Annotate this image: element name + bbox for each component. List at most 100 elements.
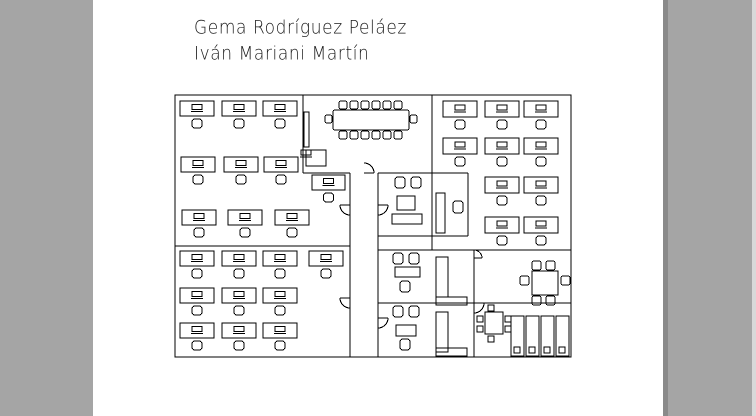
office-chair	[274, 268, 286, 279]
office-chair	[399, 338, 411, 351]
small-chair	[504, 315, 512, 323]
monitor	[191, 254, 203, 260]
small-office	[392, 252, 468, 306]
desk-with-chair	[274, 209, 310, 238]
monitor	[496, 104, 508, 111]
desk-with-chair	[223, 156, 259, 185]
visitor-chair	[392, 252, 404, 265]
door-swing	[377, 317, 389, 329]
monitor	[233, 104, 245, 110]
desk-with-chair	[523, 137, 559, 167]
office-shelf-vert	[435, 256, 449, 298]
monitor	[535, 180, 547, 187]
conference-chair	[360, 100, 370, 110]
storage-cabinet	[540, 315, 555, 357]
door-arc	[473, 302, 485, 314]
author-name-2: Iván Mariani Martín	[194, 43, 370, 65]
desk	[262, 287, 298, 304]
office-shelf	[435, 192, 446, 234]
desk	[221, 250, 257, 267]
office-shelf-vert	[435, 311, 449, 353]
door-arc	[377, 317, 389, 329]
cabinet-handle	[528, 346, 536, 354]
desk-with-chair	[227, 209, 263, 238]
desk	[274, 209, 310, 226]
office-chair	[535, 156, 547, 167]
desk-with-chair	[311, 174, 346, 203]
meeting-chair	[531, 260, 542, 271]
conference-chair	[338, 100, 348, 110]
credenza	[303, 111, 310, 148]
conference-table-group	[303, 100, 418, 148]
office-chair	[191, 268, 203, 279]
side-desk	[305, 149, 327, 167]
desk-with-chair	[221, 322, 257, 351]
desk-with-chair	[262, 250, 298, 279]
author-name-1: Gema Rodríguez Peláez	[194, 17, 407, 39]
outer-wall	[174, 94, 572, 358]
desk-with-chair	[221, 100, 257, 129]
office-chair	[454, 119, 466, 130]
door-swing	[339, 297, 351, 309]
small-table-group	[476, 304, 512, 343]
door-arc	[377, 204, 389, 216]
desk-with-chair	[484, 100, 520, 130]
office-chair	[275, 174, 287, 185]
door-swing	[473, 302, 485, 314]
desk-with-chair	[484, 176, 520, 206]
desk-with-chair	[181, 209, 217, 238]
monitor	[320, 254, 332, 260]
small-chair	[476, 325, 484, 333]
conference-chair	[349, 100, 359, 110]
desk	[308, 250, 344, 267]
monitor	[233, 291, 245, 297]
desk-with-chair	[221, 287, 257, 316]
conference-chair	[349, 130, 359, 140]
office-chair	[399, 280, 411, 293]
conference-chair	[324, 114, 333, 124]
visitor-chair	[392, 305, 404, 318]
office-shelf-horiz	[435, 296, 468, 306]
desk	[484, 100, 520, 118]
small-chair	[504, 325, 512, 333]
visitor-chair	[394, 176, 406, 189]
office-shelf-horiz	[435, 347, 468, 357]
desk-with-chair	[180, 156, 216, 185]
floor-plan-walls	[174, 94, 572, 358]
office-chair	[452, 200, 464, 214]
storage-cabinet	[555, 315, 570, 357]
desk	[442, 137, 478, 155]
monitor	[239, 213, 251, 219]
office-chair	[233, 268, 245, 279]
sheet-shadow	[663, 0, 668, 416]
conference-chair	[338, 130, 348, 140]
meeting-chair	[545, 295, 556, 306]
desk	[523, 176, 559, 194]
conference-chair	[409, 114, 418, 124]
desk	[523, 100, 559, 118]
monitor	[191, 104, 203, 110]
desk-with-chair	[263, 156, 299, 185]
monitor	[286, 213, 298, 219]
monitor	[454, 141, 466, 148]
door-arc	[473, 249, 483, 259]
office-chair	[496, 119, 508, 130]
desk	[523, 216, 559, 234]
monitor	[193, 213, 205, 219]
monitor	[323, 178, 334, 184]
office-desk	[396, 195, 416, 211]
office-chair	[454, 156, 466, 167]
desk-with-chair	[179, 100, 215, 129]
desk	[442, 100, 478, 118]
small-chair	[487, 335, 495, 343]
office-chair	[274, 305, 286, 316]
desk	[262, 100, 298, 117]
meeting-table	[531, 270, 559, 296]
desk-with-chair	[221, 250, 257, 279]
meeting-chair	[519, 275, 530, 286]
conference-table	[332, 109, 410, 131]
office-desk	[395, 324, 417, 337]
desk	[179, 287, 215, 304]
